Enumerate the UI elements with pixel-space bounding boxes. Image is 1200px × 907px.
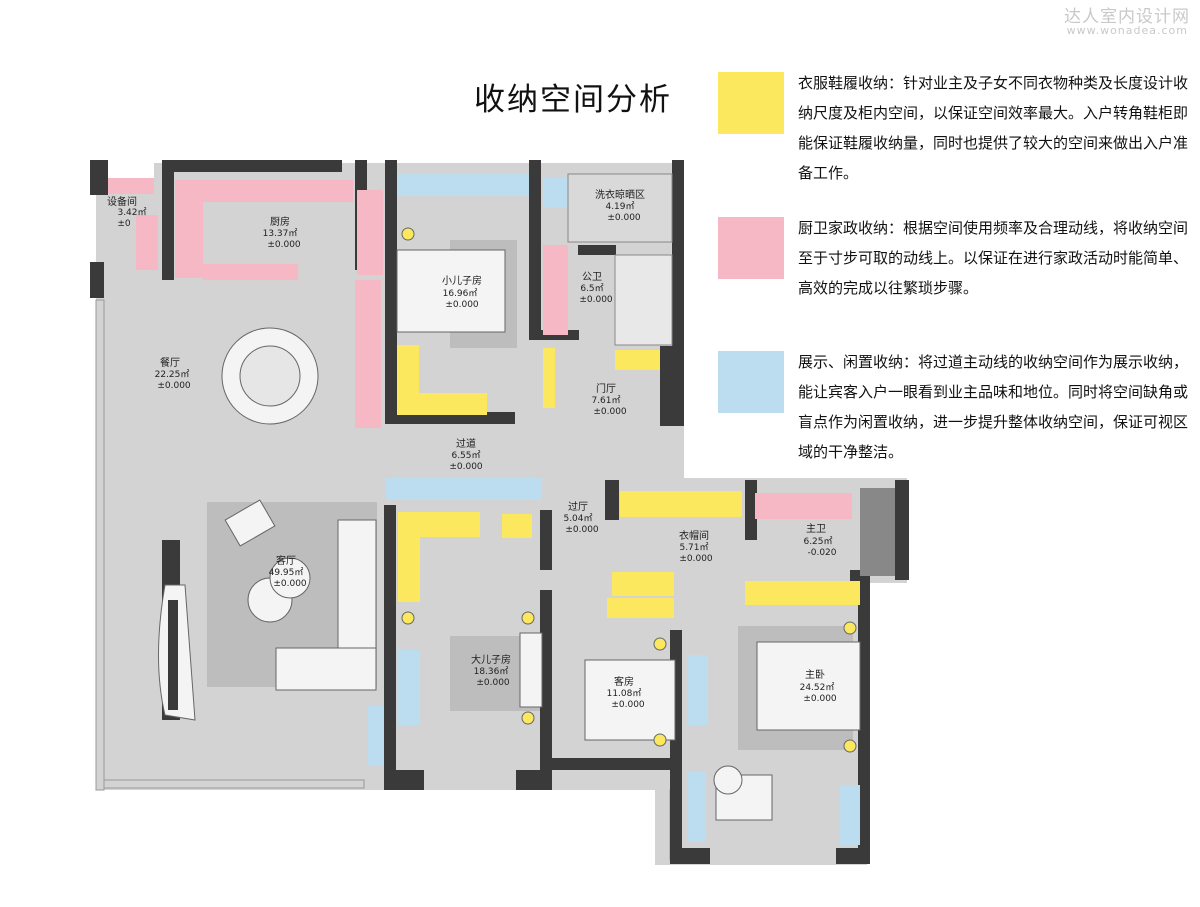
room-level: ±0.000 [445, 300, 479, 310]
room-area: 3.42㎡ [117, 207, 146, 218]
furniture [221, 249, 861, 821]
legend-text-kitchen-bath: 厨卫家政收纳：根据空间使用频率及合理动线，将收纳空间至于寸步可取的动线上。以保证… [798, 219, 1189, 297]
room-area: 6.55㎡ [451, 450, 480, 461]
swatch-blue [718, 351, 784, 413]
room-level: ±0.000 [679, 554, 713, 564]
room-area: 18.36㎡ [474, 666, 509, 677]
room-name: 客厅 [276, 554, 296, 567]
legend-text-wardrobe: 衣服鞋履收纳：针对业主及子女不同衣物种类及长度设计收纳尺度及柜内空间，以保证空间… [798, 74, 1189, 182]
room-area: 5.04㎡ [563, 513, 592, 524]
room-level: ±0.000 [476, 678, 510, 688]
exterior-cutouts [96, 163, 154, 181]
room-level: ±0.000 [267, 240, 301, 250]
room-level: ±0.000 [449, 462, 483, 472]
room-level: ±0.000 [803, 694, 837, 704]
room-name: 主卫 [806, 523, 826, 535]
room-level: ±0.000 [579, 295, 613, 305]
swatch-yellow [718, 72, 784, 134]
room-level: ±0.000 [157, 381, 191, 391]
room-area: 11.08㎡ [607, 688, 642, 699]
room-name: 门厅 [596, 382, 616, 395]
page-title: 收纳空间分析 [474, 82, 672, 118]
room-name: 大儿子房 [471, 653, 511, 666]
room-area: 6.5㎡ [580, 283, 603, 294]
room-name: 过道 [456, 437, 476, 450]
room-name: 餐厅 [160, 356, 180, 369]
room-area: 49.95㎡ [269, 567, 304, 578]
room-level: ±0.000 [607, 213, 641, 223]
lamps [401, 227, 857, 753]
watermark-text: 达人室内设计网 [1064, 7, 1190, 27]
legend-text-display: 展示、闲置收纳：将过道主动线的收纳空间作为展示收纳，能让宾客入户一眼看到业主品味… [798, 353, 1189, 461]
room-name: 设备间 [107, 195, 137, 208]
room-name: 衣帽间 [679, 529, 709, 542]
tv-cabinet [158, 584, 196, 721]
room-name: 主卧 [805, 668, 825, 681]
room-area: 6.25㎡ [803, 536, 832, 547]
room-area: 16.96㎡ [443, 288, 478, 299]
room-level: ±0.000 [273, 579, 307, 589]
wet-areas [567, 173, 895, 576]
room-area: 5.71㎡ [679, 542, 708, 553]
storage-yellow [397, 345, 860, 618]
room-area: 24.52㎡ [800, 682, 835, 693]
room-name: 过厅 [568, 500, 588, 513]
room-name: 公卫 [582, 272, 602, 283]
room-level: ±0.000 [611, 700, 645, 710]
room-area: 7.61㎡ [591, 395, 620, 406]
room-area: 13.37㎡ [263, 228, 298, 239]
room-level: -0.020 [807, 548, 836, 558]
swatch-pink [718, 217, 784, 279]
room-area: 22.25㎡ [155, 369, 190, 380]
storage-blue [368, 174, 860, 845]
room-labels: 设备间 3.42㎡ ±0 厨房 13.37㎡ ±0.000 小儿子房 16.96… [107, 188, 837, 710]
room-level: ±0.000 [593, 407, 627, 417]
room-level: ±0.000 [565, 525, 599, 535]
room-name: 洗衣晾晒区 [595, 188, 645, 201]
room-level: ±0 [117, 219, 131, 229]
room-name: 厨房 [270, 215, 290, 228]
room-area: 4.19㎡ [605, 201, 634, 212]
room-name: 小儿子房 [442, 274, 482, 287]
watermark-url: www.wonadea.com [1066, 24, 1188, 37]
storage-pink [108, 178, 852, 519]
room-name: 客房 [614, 675, 634, 688]
